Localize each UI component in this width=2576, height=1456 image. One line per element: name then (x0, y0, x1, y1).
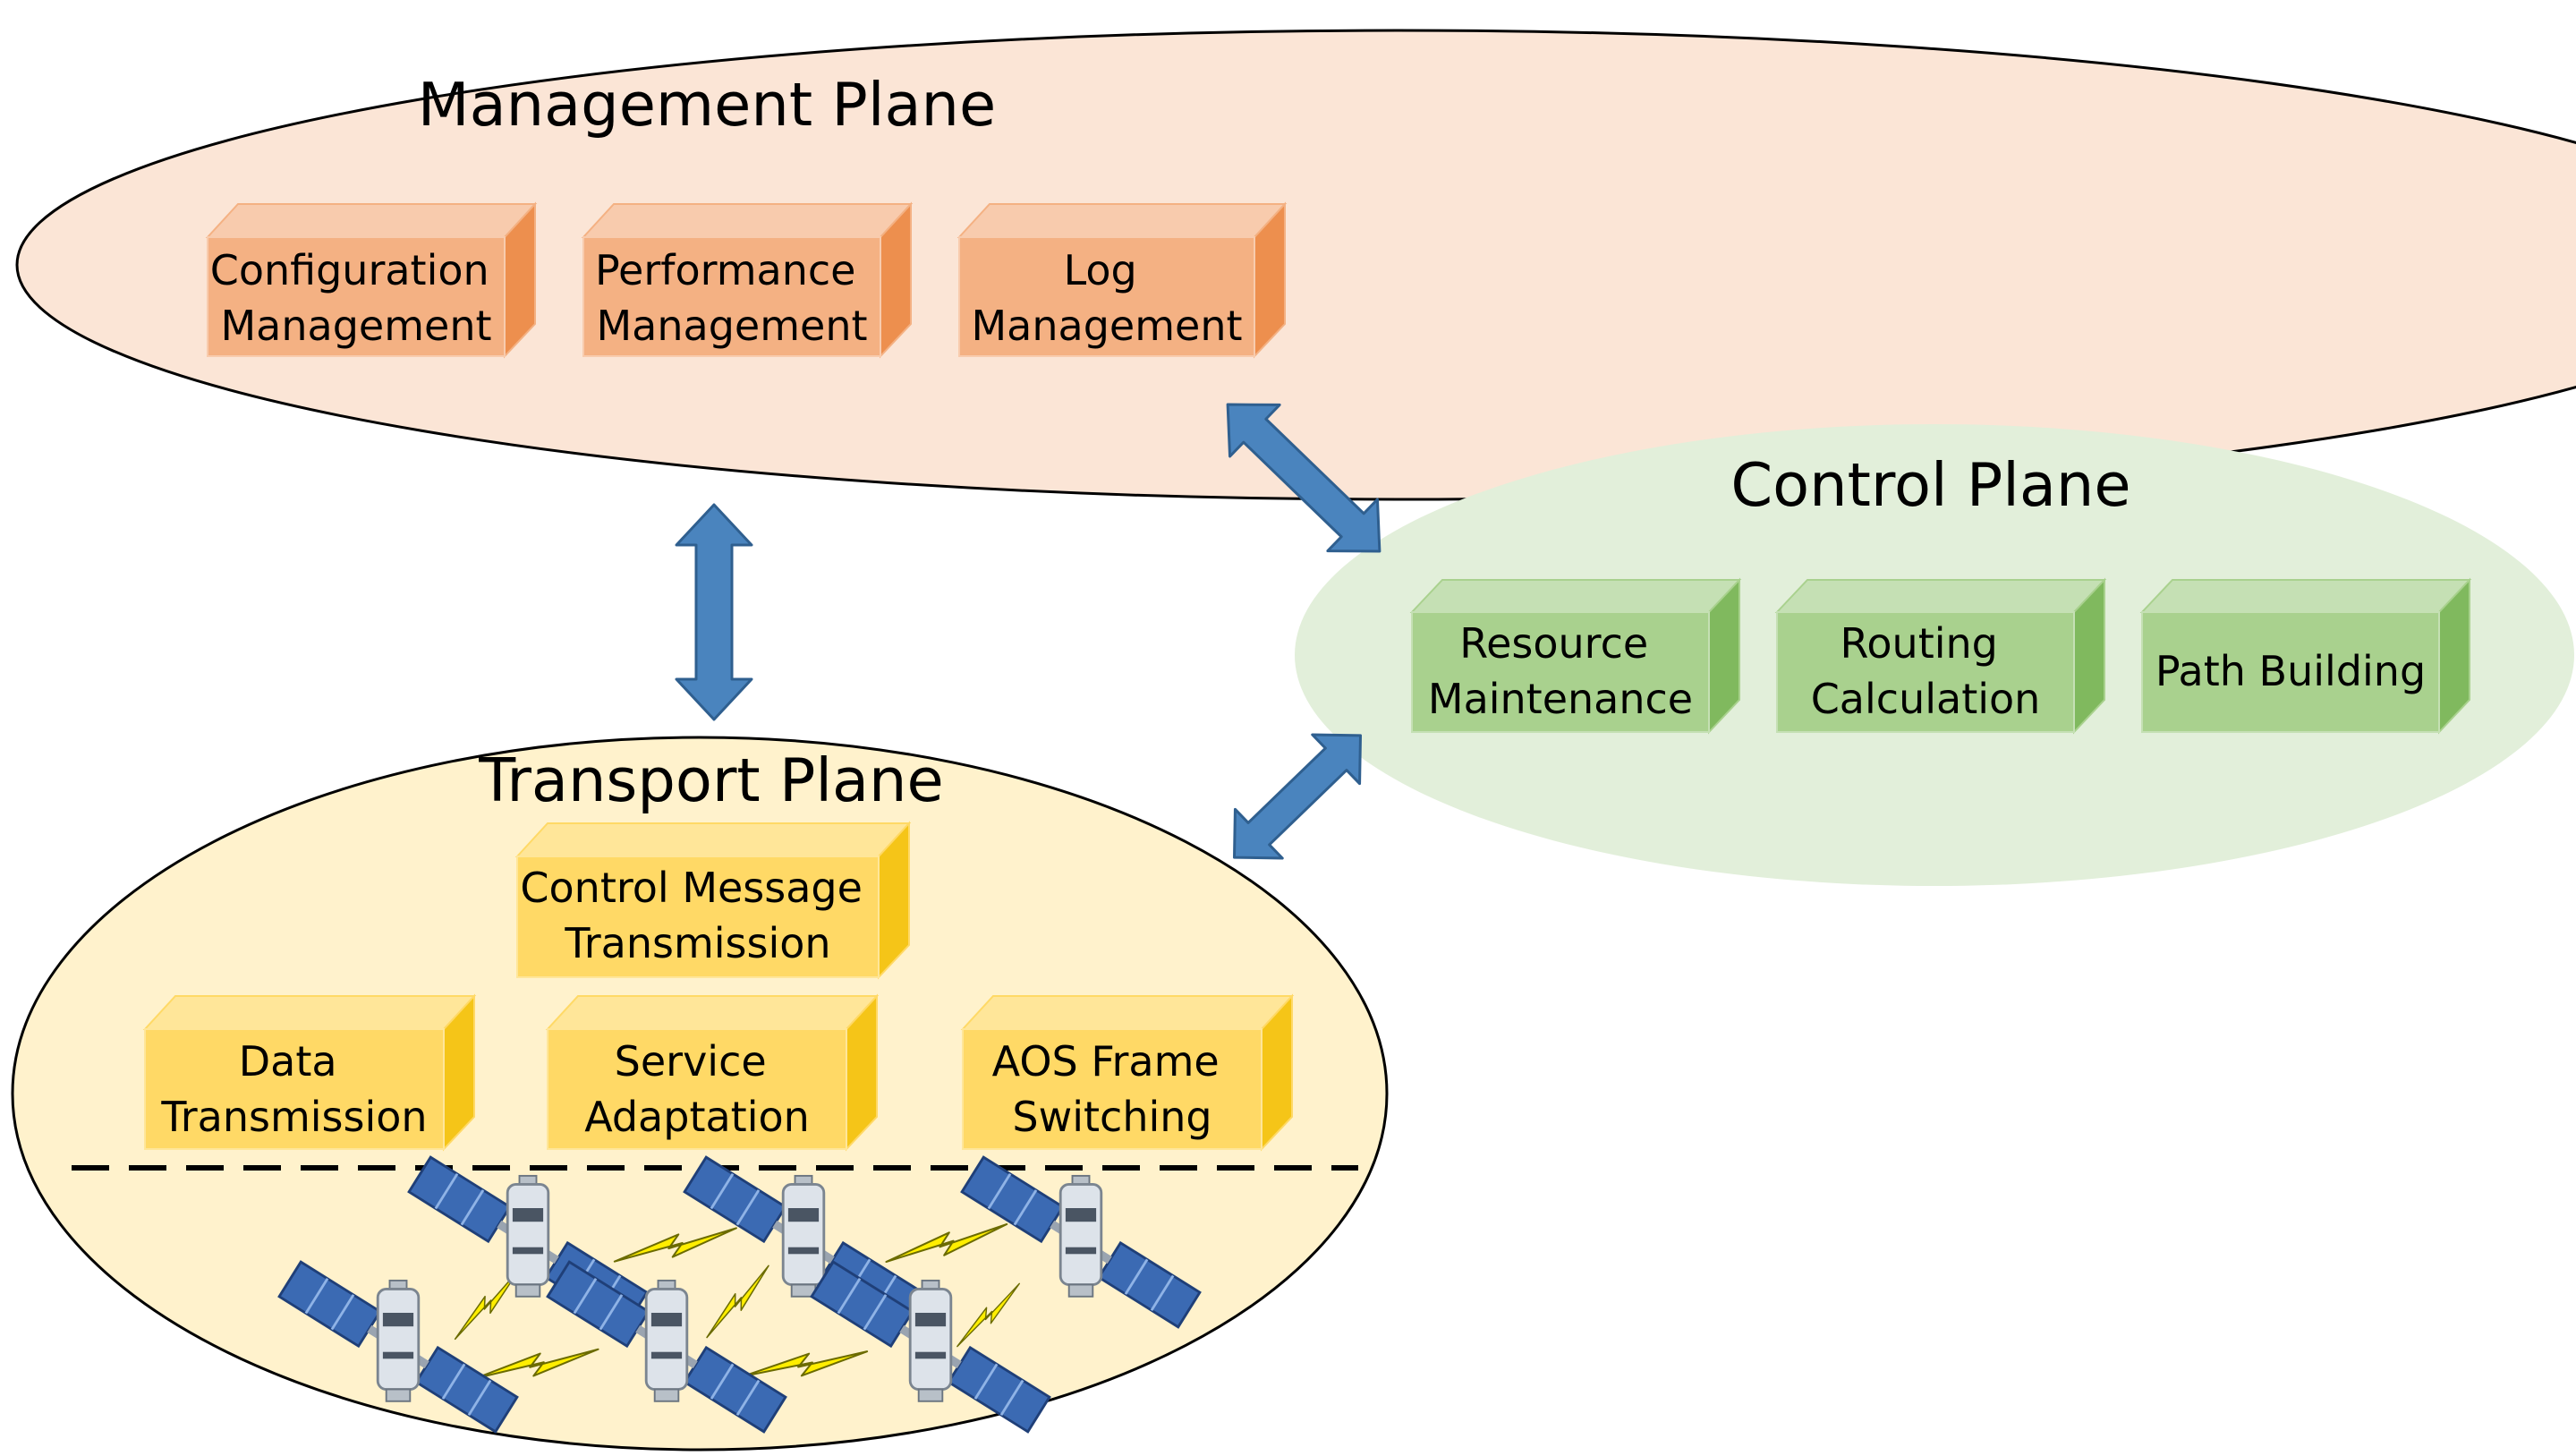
svg-text:Service Adaptation: Service Adaptation (584, 1037, 810, 1141)
data-transmission-box: Data Transmission (142, 993, 477, 1152)
performance-label-1: Performance (595, 246, 856, 294)
svg-text:Control Message Transm: Control Message Transmission (520, 864, 875, 967)
aos-label-1: AOS Frame (992, 1037, 1220, 1086)
path-building-box: Path Building (2139, 577, 2472, 735)
data-transmission-label-2: Transmission (160, 1093, 427, 1141)
routing-label-2: Calculation (1811, 675, 2041, 723)
performance-management-box: Performance Management (581, 201, 914, 359)
service-adaptation-label-2: Adaptation (584, 1093, 810, 1141)
configuration-management-box: Configuration Management (205, 201, 538, 359)
management-ellipse (15, 29, 2576, 501)
svg-text:Log Management: Log Management (971, 246, 1242, 350)
aos-label-2: Switching (1012, 1093, 1211, 1141)
performance-label-2: Management (596, 302, 867, 350)
resource-label-2: Maintenance (1428, 675, 1693, 723)
svg-text:Configuration Manageme: Configuration Management (210, 246, 503, 350)
log-management-box: Log Management (956, 201, 1288, 359)
control-message-label-2: Transmission (564, 919, 830, 967)
routing-label-1: Routing (1841, 619, 1998, 668)
double-arrow-icon (675, 503, 753, 721)
svg-text:Path Building: Path Building (2155, 647, 2426, 695)
resource-maintenance-box: Resource Maintenance (1409, 577, 1742, 735)
log-label-2: Management (971, 302, 1242, 350)
configuration-label-2: Management (220, 302, 491, 350)
double-arrow-icon (1226, 403, 1382, 553)
aos-frame-switching-box: AOS Frame Switching (960, 993, 1295, 1152)
svg-text:Data Transmission: Data Transmission (160, 1037, 427, 1141)
control-message-label-1: Control Message (520, 864, 863, 912)
log-label-1: Log (1064, 246, 1137, 294)
service-adaptation-box: Service Adaptation (545, 993, 880, 1152)
resource-label-1: Resource (1459, 619, 1648, 668)
control-title: Control Plane (1730, 450, 2130, 520)
data-transmission-label-1: Data (239, 1037, 337, 1086)
svg-text:Resource Maintenance: Resource Maintenance (1428, 619, 1693, 723)
configuration-label-1: Configuration (210, 246, 489, 294)
control-message-transmission-box: Control Message Transmission (514, 821, 912, 980)
path-building-label: Path Building (2155, 647, 2426, 695)
svg-text:AOS Frame Switching: AOS Frame Switching (992, 1037, 1233, 1141)
control-plane: Control Plane Resource Maintenance Routi… (1295, 424, 2574, 886)
transport-plane: Transport Plane Control Message Transmis… (11, 736, 1389, 1452)
transport-title: Transport Plane (478, 745, 943, 815)
svg-text:Performance Management: Performance Management (595, 246, 869, 350)
management-plane: Management Plane Configuration Managemen… (15, 29, 2576, 501)
service-adaptation-label-1: Service (615, 1037, 767, 1086)
svg-text:Routing Calculation: Routing Calculation (1811, 619, 2041, 723)
routing-calculation-box: Routing Calculation (1774, 577, 2107, 735)
management-title: Management Plane (418, 70, 996, 140)
double-arrow-icon (1233, 733, 1362, 860)
